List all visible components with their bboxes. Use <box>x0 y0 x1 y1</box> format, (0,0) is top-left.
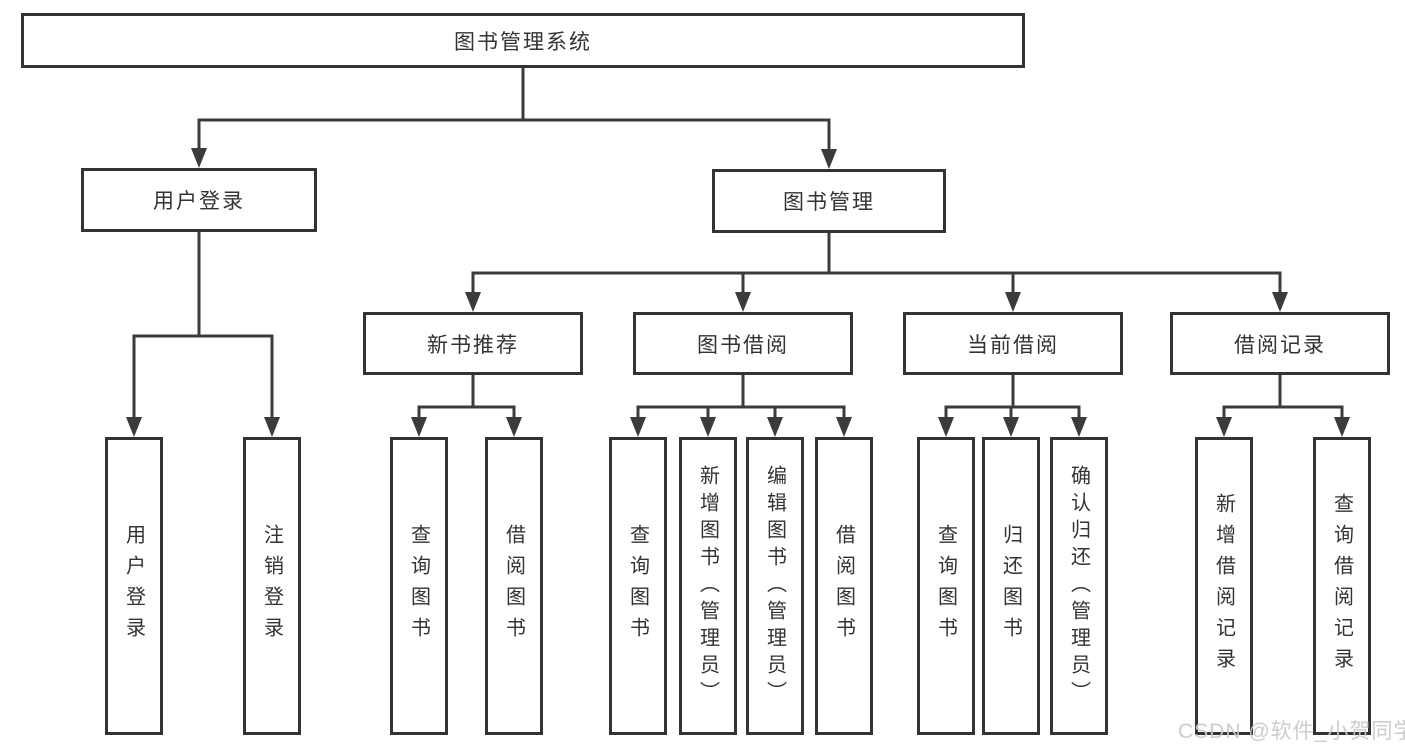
leaf-query-books-borrow: 查询图书 <box>609 437 667 735</box>
node-current-borrow: 当前借阅 <box>903 312 1123 375</box>
leaf-query-books-recommend: 查询图书 <box>390 437 448 735</box>
leaf-return-books: 归还图书 <box>982 437 1040 735</box>
node-new-book-recommend: 新书推荐 <box>363 312 583 375</box>
leaf-logout: 注销登录 <box>243 437 301 735</box>
leaf-borrow-books: 借阅图书 <box>815 437 873 735</box>
node-user-login: 用户登录 <box>81 168 317 232</box>
node-book-borrow: 图书借阅 <box>633 312 853 375</box>
node-library-system-root: 图书管理系统 <box>21 13 1025 68</box>
leaf-edit-books-admin: 编辑图书（管理员） <box>746 437 804 735</box>
node-borrow-records: 借阅记录 <box>1170 312 1390 375</box>
leaf-add-books-admin: 新增图书（管理员） <box>679 437 737 735</box>
leaf-query-borrow-record: 查询借阅记录 <box>1313 437 1371 735</box>
leaf-query-books-current: 查询图书 <box>917 437 975 735</box>
leaf-borrow-books-recommend: 借阅图书 <box>485 437 543 735</box>
leaf-user-login: 用户登录 <box>105 437 163 735</box>
leaf-confirm-return-admin: 确认归还（管理员） <box>1050 437 1108 735</box>
csdn-watermark: CSDN @软件_小贺同学 <box>1178 720 1405 743</box>
leaf-add-borrow-record: 新增借阅记录 <box>1195 437 1253 735</box>
node-book-management: 图书管理 <box>712 169 946 233</box>
